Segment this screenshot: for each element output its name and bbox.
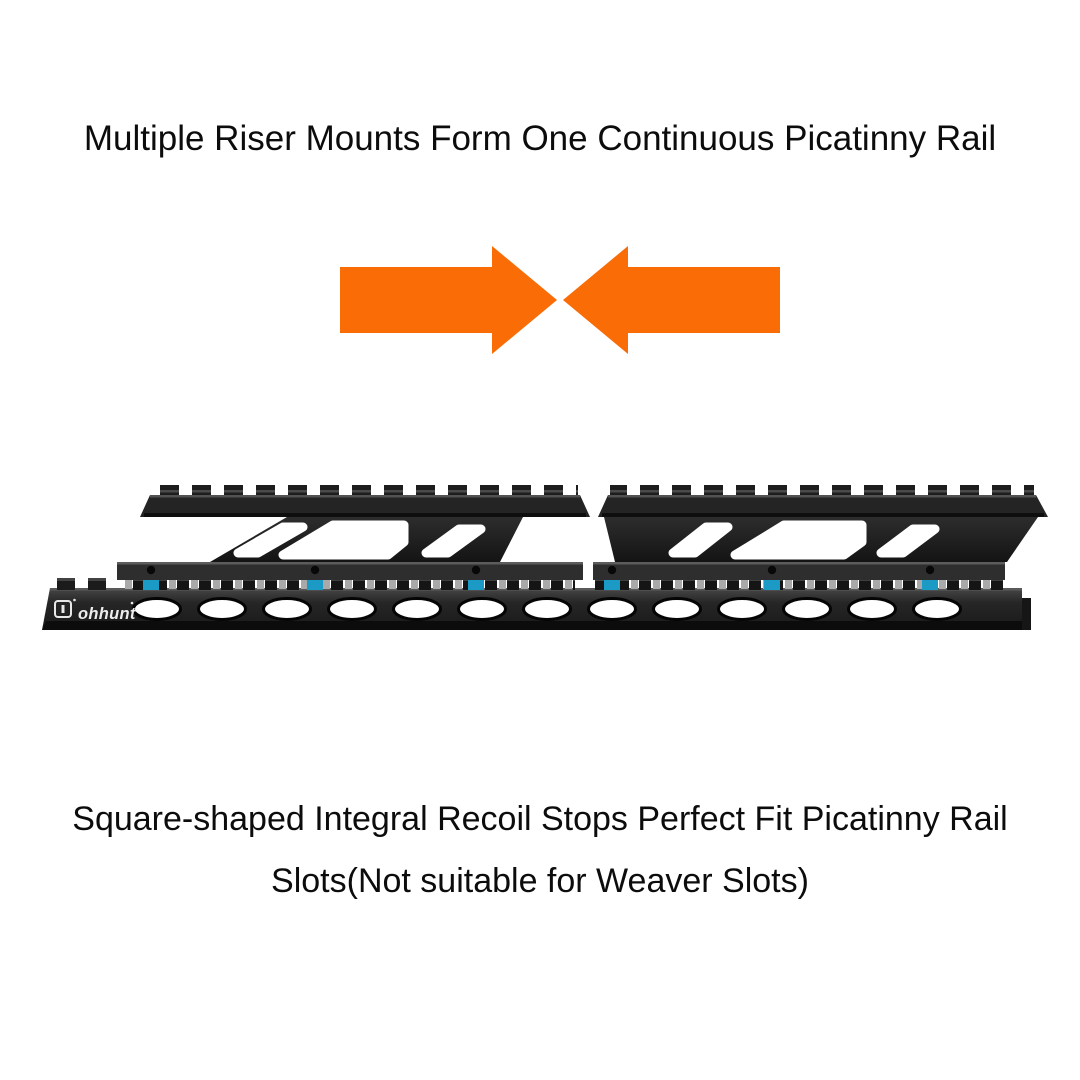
- rail-slot: [912, 597, 962, 621]
- riser-teeth: [152, 485, 578, 495]
- screw-hole: [146, 565, 156, 575]
- riser-cutout: [278, 520, 409, 560]
- screw-accent: [143, 578, 159, 590]
- logo-icon: [54, 600, 72, 618]
- headline: Multiple Riser Mounts Form One Continuou…: [83, 119, 997, 158]
- rail-slot: [587, 597, 637, 621]
- riser-base-plates: [117, 562, 1005, 580]
- screw-hole: [471, 565, 481, 575]
- rail-slot: [392, 597, 442, 621]
- riser-bar: [598, 495, 1048, 517]
- screw-accent: [604, 578, 620, 590]
- rail-slot: [262, 597, 312, 621]
- screw-accent: [468, 578, 484, 590]
- screw-accent: [307, 578, 323, 590]
- screw-accent: [764, 578, 780, 590]
- brand-logo: ohhunt: [54, 598, 137, 623]
- rail-slot: [522, 597, 572, 621]
- riser-mount-right: [598, 485, 1048, 562]
- riser-cutout: [730, 520, 867, 560]
- converging-arrows: [340, 246, 780, 354]
- riser-bar: [140, 495, 590, 517]
- riser-cutout: [668, 522, 733, 558]
- caption-line-1: Square-shaped Integral Recoil Stops Perf…: [72, 800, 1008, 838]
- recoil-stop-teeth: [57, 578, 1003, 590]
- riser-cutout: [876, 524, 940, 558]
- arrow-right-icon: [340, 246, 557, 354]
- rail-slot: [717, 597, 767, 621]
- screw-hole: [310, 565, 320, 575]
- base-rail: ohhunt: [42, 588, 1031, 630]
- caption-block: Square-shaped Integral Recoil Stops Perf…: [0, 788, 1080, 912]
- riser-cutout: [233, 522, 308, 558]
- riser-teeth: [610, 485, 1034, 495]
- screw-holes: [146, 565, 935, 575]
- rail-slot: [847, 597, 897, 621]
- rail-slot: [132, 597, 182, 621]
- rail-slot: [652, 597, 702, 621]
- screw-hole: [767, 565, 777, 575]
- screw-accents: [143, 578, 938, 590]
- riser-cutout: [421, 524, 486, 558]
- rail-slots: [132, 597, 962, 621]
- riser-mount-left: [140, 485, 590, 562]
- rail-slot: [197, 597, 247, 621]
- screw-accent: [922, 578, 938, 590]
- rail-slot: [327, 597, 377, 621]
- rail-slot: [782, 597, 832, 621]
- rail-slot: [457, 597, 507, 621]
- screw-hole: [607, 565, 617, 575]
- product-image: ohhunt: [42, 485, 1048, 630]
- screw-hole: [925, 565, 935, 575]
- arrow-left-icon: [563, 246, 780, 354]
- brand-name: ohhunt: [78, 605, 137, 623]
- caption-line-2: Slots(Not suitable for Weaver Slots): [271, 862, 809, 900]
